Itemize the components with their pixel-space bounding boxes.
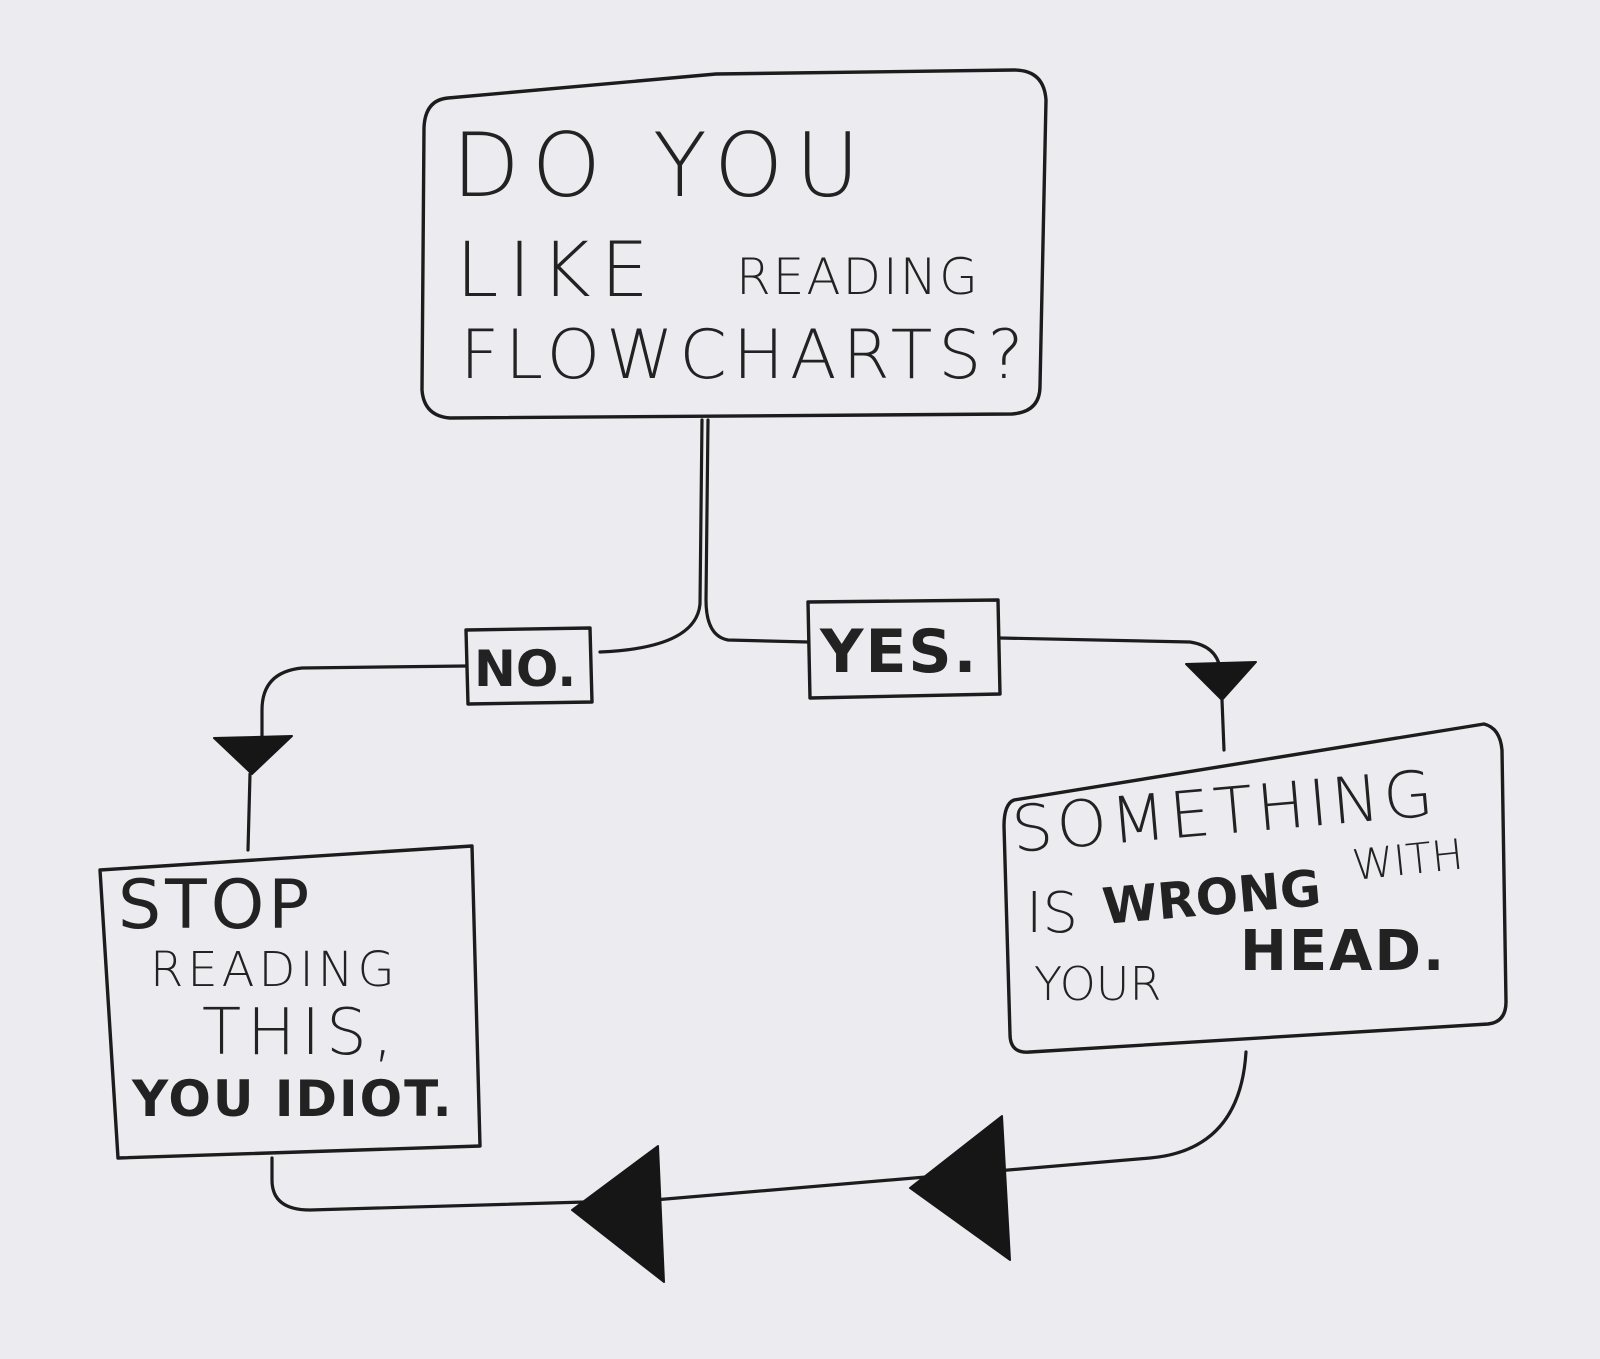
question-line-1: DO YOU — [452, 114, 872, 217]
loop-arrow-left — [571, 1145, 665, 1283]
question-line-2-like: LIKE — [456, 225, 659, 314]
stop-reading-box — [98, 844, 482, 1160]
stop-line-4: YOU IDIOT. — [131, 1070, 454, 1128]
connector-loop-return — [270, 1050, 1248, 1212]
stop-line-3: THIS, — [202, 996, 399, 1070]
no-label: NO. — [474, 640, 576, 698]
stop-line-1: STOP — [118, 866, 313, 945]
question-line-3: FLOWCHARTS? — [460, 316, 1030, 395]
something-line-2-is: IS — [1026, 881, 1078, 946]
question-line-2-reading: READING — [736, 248, 980, 306]
connector-stem — [704, 418, 810, 644]
something-wrong-box — [1002, 722, 1508, 1054]
something-line-3-your: YOUR — [1034, 957, 1161, 1011]
connector-yes-to-box — [1220, 698, 1226, 752]
question-box — [420, 68, 1048, 420]
yes-label-box — [806, 598, 1002, 700]
something-line-2-with: WITH — [1350, 830, 1466, 890]
connector-no-branch — [260, 664, 468, 740]
connector-stem-left — [598, 418, 704, 654]
something-line-3-head: HEAD. — [1240, 919, 1446, 984]
no-branch-arrow — [213, 735, 293, 775]
no-label-box — [464, 626, 594, 706]
yes-branch-arrow — [1185, 661, 1257, 701]
yes-label: YES. — [819, 617, 978, 687]
loop-arrow-right — [909, 1115, 1011, 1261]
stop-line-2: READING — [150, 942, 399, 998]
connector-no-to-box — [246, 772, 252, 852]
